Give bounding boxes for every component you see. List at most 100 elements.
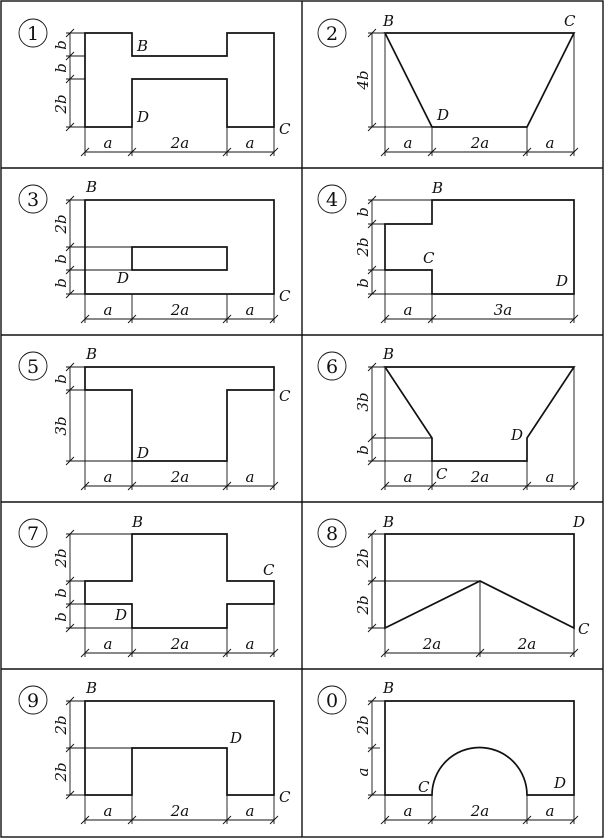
panel-2: 2 4b a 2a a B C D	[317, 12, 579, 157]
dim-label: b	[52, 40, 70, 50]
dim-label: 2a	[517, 635, 537, 653]
dim-label: a	[546, 802, 555, 820]
panel-number: 7	[27, 523, 39, 545]
panel-4: 4 b 2b b a 3a B C D	[317, 179, 579, 324]
dim-label: b	[354, 278, 372, 288]
dim-label: 4b	[354, 70, 372, 90]
point-label-d: D	[553, 774, 566, 792]
dim-label: a	[404, 802, 413, 820]
dim-label: a	[246, 134, 255, 152]
dim-label: 2b	[52, 94, 70, 114]
cross-section-shape	[84, 32, 275, 128]
dim-label: b	[52, 254, 70, 264]
dim-label: a	[104, 802, 113, 820]
point-label-b: B	[131, 513, 143, 531]
point-label-c: C	[279, 387, 291, 405]
point-label-b: B	[85, 178, 97, 196]
point-label-d: D	[136, 108, 149, 126]
dim-label: 2b	[52, 548, 70, 568]
dim-label: 2b	[354, 715, 372, 735]
point-label-c: C	[436, 465, 448, 483]
point-label-c: C	[564, 12, 576, 30]
dim-label: a	[546, 468, 555, 486]
point-label-c: C	[279, 788, 291, 806]
panel-1: 1 b b 2b a 2a a B D C	[18, 18, 291, 157]
point-label-d: D	[572, 513, 585, 531]
point-label-d: D	[136, 444, 149, 462]
point-label-c: C	[418, 778, 430, 796]
dim-label: b	[52, 374, 70, 384]
dim-label: b	[354, 445, 372, 455]
panel-number: 4	[326, 189, 338, 211]
panel-8: 8 2b 2b 2a 2a B D C	[317, 513, 590, 658]
panel-6: 6 3b b a 2a a B D C	[317, 345, 579, 491]
cross-section-shape	[384, 533, 575, 630]
point-label-b: B	[85, 679, 97, 697]
point-label-b: B	[136, 37, 148, 55]
dim-label: 2b	[354, 237, 372, 257]
dim-label: b	[52, 612, 70, 622]
dim-label: b	[354, 207, 372, 217]
point-label-b: B	[382, 679, 394, 697]
point-label-d: D	[510, 426, 523, 444]
dim-label: 2a	[470, 134, 490, 152]
panel-number: 3	[27, 189, 39, 211]
dim-label: 3a	[494, 301, 513, 319]
dim-label: 2b	[52, 762, 70, 782]
dim-label: b	[52, 278, 70, 288]
cross-section-shape	[384, 199, 575, 295]
panel-9: 9 2b 2b a 2a a B D C	[18, 679, 291, 825]
dim-label: 2b	[52, 214, 70, 234]
point-label-b: B	[85, 345, 97, 363]
cross-section-shape	[84, 366, 275, 462]
dim-label: 2a	[170, 635, 190, 653]
panel-number: 2	[326, 23, 338, 45]
panel-number: 0	[326, 690, 338, 712]
panel-3: 3 2b b b a 2a a B D C	[18, 178, 291, 324]
dim-label: a	[246, 635, 255, 653]
point-label-d: D	[116, 269, 129, 287]
cross-section-shape	[84, 700, 275, 796]
dim-label: a	[104, 468, 113, 486]
panel-7: 7 2b b b a 2a a B C D	[18, 513, 279, 658]
panel-number: 6	[326, 356, 338, 378]
point-label-c: C	[578, 620, 590, 638]
point-label-c: C	[279, 287, 291, 305]
dim-label: 2a	[170, 802, 190, 820]
dim-label: 3b	[52, 416, 70, 435]
point-label-c: C	[263, 561, 275, 579]
dim-label: 2b	[354, 548, 372, 568]
cutout-shape	[131, 246, 228, 271]
dim-label: a	[104, 301, 113, 319]
cross-section-shape	[383, 366, 576, 462]
point-label-b: B	[382, 345, 394, 363]
panel-number-circle	[18, 18, 48, 48]
cross-section-shape	[383, 32, 576, 128]
point-label-c: C	[423, 249, 435, 267]
dim-label: 2b	[354, 595, 372, 615]
dim-label: 2a	[170, 301, 190, 319]
dim-label: 2a	[422, 635, 442, 653]
point-label-b: B	[382, 12, 394, 30]
dim-label: a	[404, 134, 413, 152]
dim-label: 2a	[470, 802, 490, 820]
panel-0: 0 2b a a 2a a B C D	[317, 679, 579, 825]
dim-label: a	[246, 301, 255, 319]
dim-label: a	[246, 802, 255, 820]
dim-label: b	[52, 588, 70, 598]
panel-5: 5 b 3b a 2a a B C D	[18, 345, 291, 491]
point-label-d: D	[229, 729, 242, 747]
cross-section-shape	[84, 533, 275, 629]
dim-label: a	[104, 635, 113, 653]
point-label-b: B	[431, 179, 443, 197]
dim-label: 2a	[170, 468, 190, 486]
panel-number: 5	[27, 356, 39, 378]
dim-label: 3b	[354, 392, 372, 411]
dim-label: a	[404, 301, 413, 319]
dim-label: a	[546, 134, 555, 152]
panel-number: 1	[27, 23, 39, 45]
panel-number: 8	[326, 523, 338, 545]
dim-label: a	[354, 768, 372, 777]
